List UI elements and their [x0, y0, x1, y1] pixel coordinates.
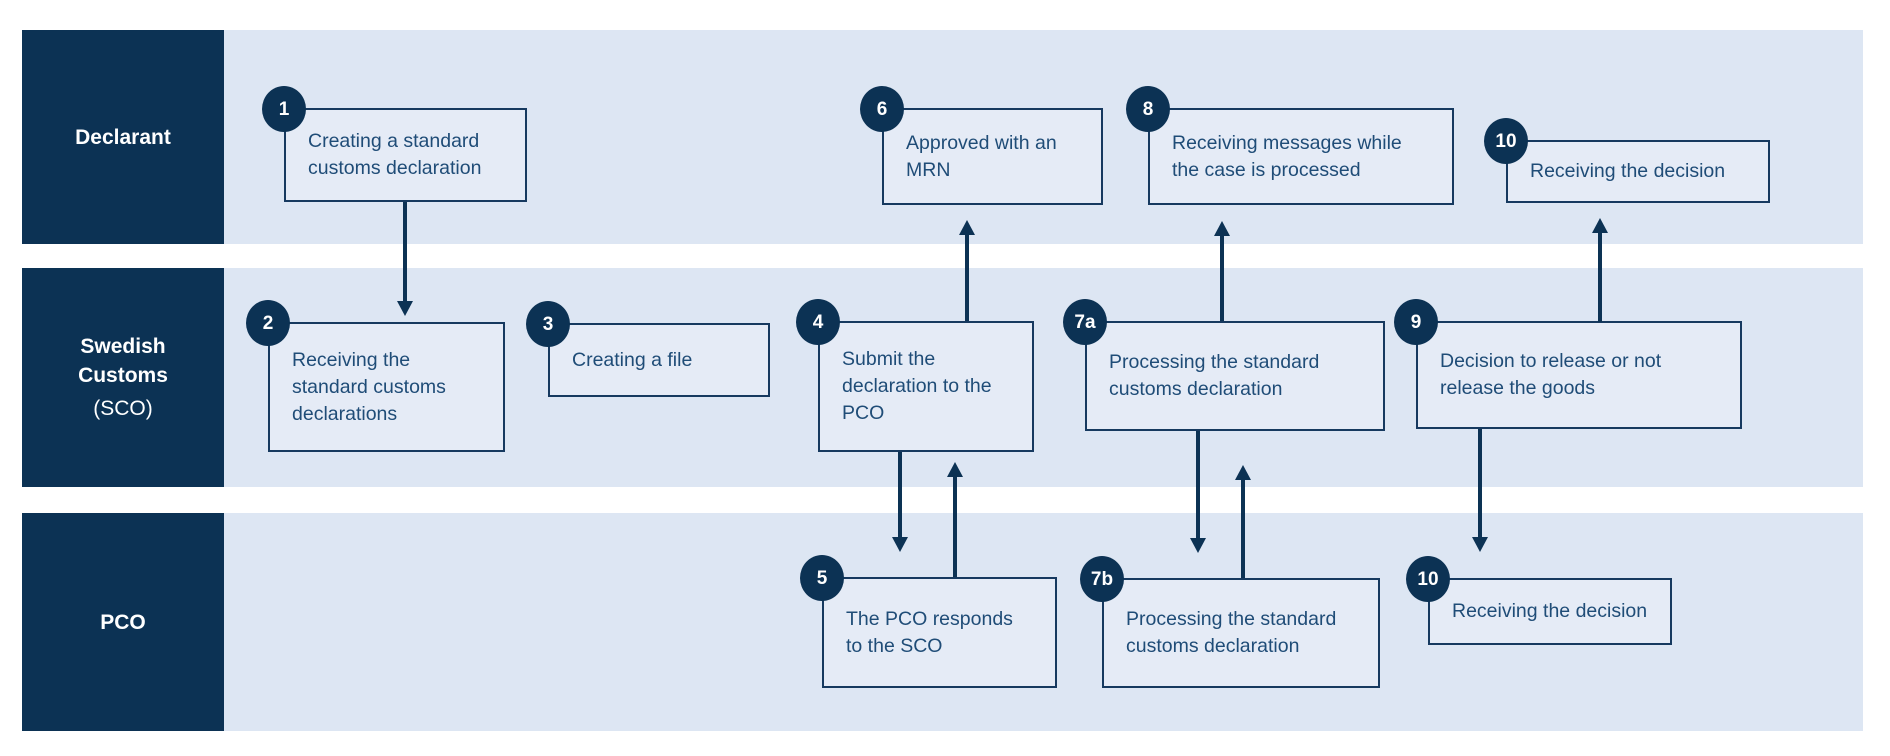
step-badge-6: 6 [860, 86, 904, 132]
step-box-2: 2 Receiving the standard customs declara… [246, 300, 505, 452]
step-text-3: Creating a file [572, 348, 693, 371]
step-box-5: 5 The PCO responds to the SCO [800, 555, 1057, 688]
step-text-9: Decision to release or not release the g… [1440, 350, 1662, 399]
step-badge-3: 3 [526, 301, 570, 347]
lane-swedish-customs-subtitle: (SCO) [93, 397, 153, 420]
lane-pco-label: PCO [22, 513, 224, 731]
step-badge-7b: 7b [1080, 556, 1124, 602]
lane-declarant-title: Declarant [75, 125, 171, 149]
step-box-9: 9 Decision to release or not release the… [1394, 299, 1742, 429]
step-badge-8: 8 [1126, 86, 1170, 132]
step-badge-10-pco: 10 [1406, 556, 1450, 602]
lane-declarant-label: Declarant [22, 30, 224, 244]
lane-swedish-customs-title: Swedish Customs [78, 335, 168, 387]
step-badge-4: 4 [796, 299, 840, 345]
step-box-1: 1 Creating a standard customs declaratio… [262, 86, 527, 202]
step-text-6: Approved with an MRN [906, 131, 1057, 181]
step-badge-9: 9 [1394, 299, 1438, 345]
lane-swedish-customs-label: Swedish Customs (SCO) [22, 268, 224, 487]
step-badge-5: 5 [800, 555, 844, 601]
step-box-10-declarant: 10 Receiving the decision [1484, 118, 1770, 203]
step-text-7b: Processing the standard customs declarat… [1126, 608, 1337, 657]
step-text-4: Submit the declaration to the PCO [842, 348, 992, 424]
step-text-10-pco: Receiving the decision [1452, 600, 1648, 622]
step-text-10-declarant: Receiving the decision [1530, 160, 1726, 182]
step-text-1: Creating a standard customs declaration [308, 130, 482, 179]
step-badge-7a: 7a [1063, 299, 1107, 345]
step-badge-1: 1 [262, 86, 306, 132]
step-box-6: 6 Approved with an MRN [860, 86, 1103, 205]
step-badge-10-declarant: 10 [1484, 118, 1528, 164]
step-box-3: 3 Creating a file [526, 301, 770, 397]
step-box-7a: 7a Processing the standard customs decla… [1063, 299, 1385, 431]
step-box-7b: 7b Processing the standard customs decla… [1080, 556, 1380, 688]
step-box-8: 8 Receiving messages while the case is p… [1126, 86, 1454, 205]
step-box-10-pco: 10 Receiving the decision [1406, 556, 1672, 645]
step-text-8: Receiving messages while the case is pro… [1172, 131, 1402, 181]
lane-pco-title: PCO [100, 610, 146, 634]
step-text-7a: Processing the standard customs declarat… [1109, 351, 1320, 400]
step-box-4: 4 Submit the declaration to the PCO [796, 299, 1034, 452]
step-text-5: The PCO responds to the SCO [846, 607, 1013, 657]
step-badge-2: 2 [246, 300, 290, 346]
step-text-2: Receiving the standard customs declarati… [292, 348, 446, 425]
